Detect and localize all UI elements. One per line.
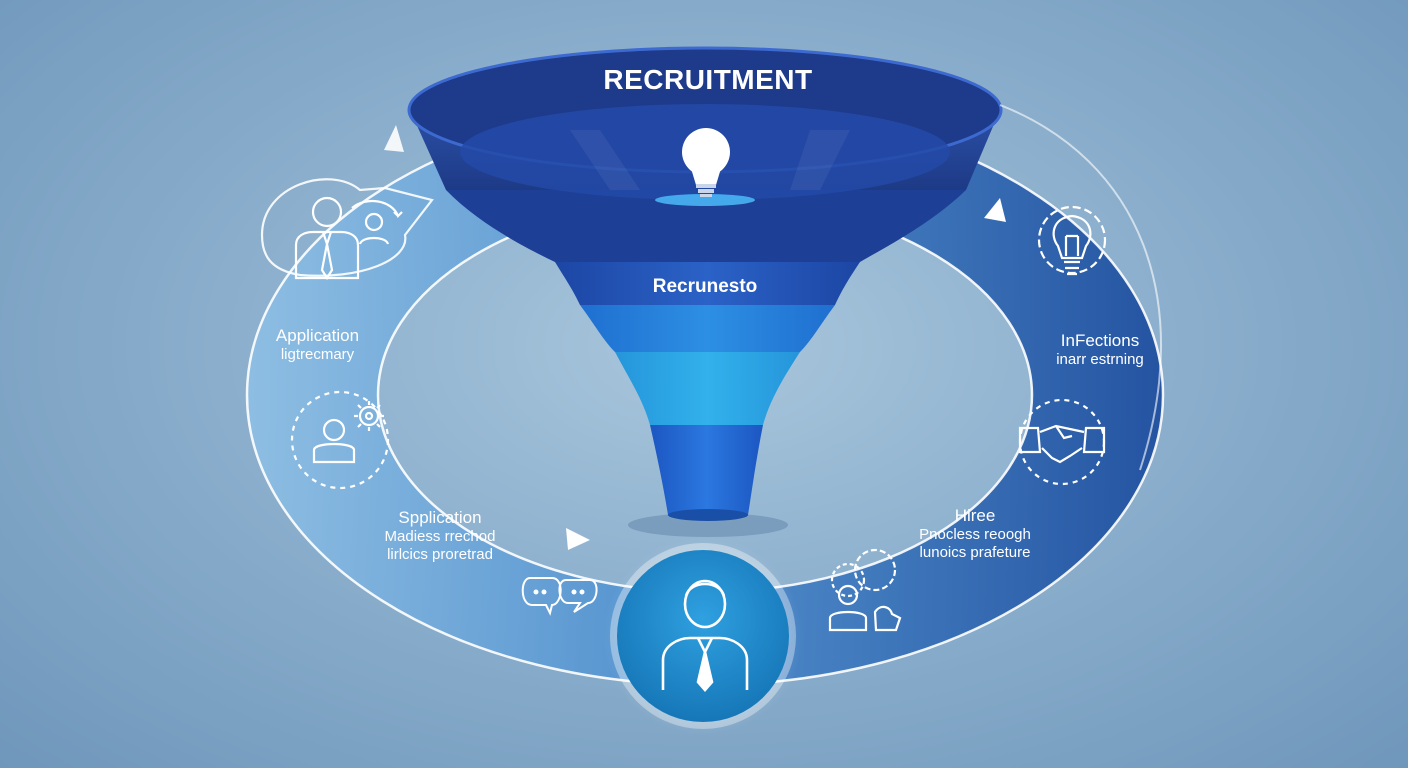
- chat-bubbles-icon: [521, 577, 598, 616]
- label-left-top-line1: Application: [275, 326, 360, 345]
- arrow-icon: [384, 125, 404, 152]
- label-left-top-line2: ligtrecmary: [280, 346, 355, 364]
- label-right-top-line1: InFections: [1060, 331, 1140, 350]
- candidate-icon: [661, 579, 749, 692]
- label-left-bottom-line2: Madiess rrechod: [384, 528, 496, 546]
- funnel-title: RECRUITMENT: [603, 64, 813, 95]
- lightbulb-icon: [682, 128, 730, 197]
- label-right-bottom-line2: Pnocless reoogh: [919, 526, 1031, 544]
- person-presenter-icon: [260, 178, 434, 281]
- label-right-top: InFections inarr estrning: [1030, 331, 1170, 369]
- arrow-icon: [566, 528, 590, 550]
- arrow-icon: [984, 198, 1006, 222]
- label-right-top-line2: inarr estrning: [1056, 351, 1144, 369]
- ring-outline: [999, 104, 1162, 471]
- label-right-bottom: Hiree Pnocless reoogh lunoics prafeture: [895, 506, 1055, 562]
- funnel: [407, 46, 1003, 521]
- handshake-icon: [1018, 398, 1106, 486]
- label-left-bottom-line1: Spplication: [398, 508, 482, 527]
- label-left-bottom-line3: lirlcics proretrad: [387, 546, 493, 564]
- label-right-bottom-line1: Hiree: [954, 506, 996, 525]
- label-right-bottom-line3: lunoics prafeture: [919, 544, 1031, 562]
- label-left-top: Application ligtrecmary: [250, 326, 385, 364]
- funnel-middle-label: Recrunesto: [652, 276, 758, 297]
- lightbulb-gear-icon: [1037, 205, 1107, 276]
- person-thinking-icon: [828, 548, 902, 632]
- label-left-bottom: Spplication Madiess rrechod lirlcics pro…: [360, 508, 520, 564]
- candidate-node: [603, 536, 803, 736]
- person-gear-icon: [290, 390, 390, 490]
